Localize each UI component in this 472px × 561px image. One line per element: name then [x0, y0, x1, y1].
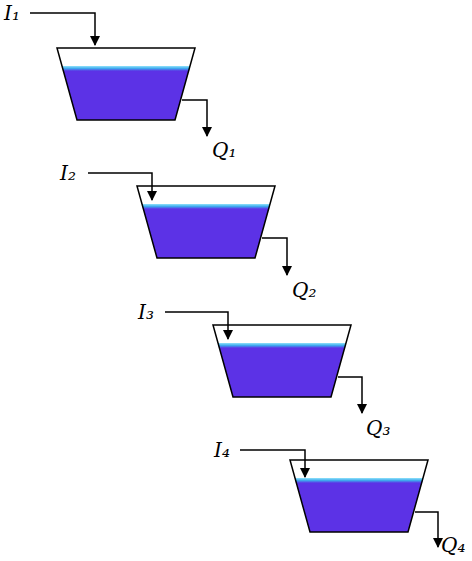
reservoir — [137, 186, 275, 258]
flow-label: Q₄ — [441, 533, 465, 557]
flow-label: I₃ — [138, 300, 154, 324]
reservoir — [57, 48, 195, 120]
flow-label: I₁ — [4, 1, 20, 25]
flow-label: Q₃ — [366, 416, 390, 440]
flow-label: I₄ — [214, 438, 230, 462]
flow-label: I₂ — [60, 161, 76, 185]
flow-label: Q₂ — [292, 278, 316, 302]
reservoir — [290, 460, 428, 532]
flow-arrows — [30, 13, 438, 547]
reservoir — [213, 325, 351, 397]
flow-label: Q₁ — [212, 138, 236, 162]
